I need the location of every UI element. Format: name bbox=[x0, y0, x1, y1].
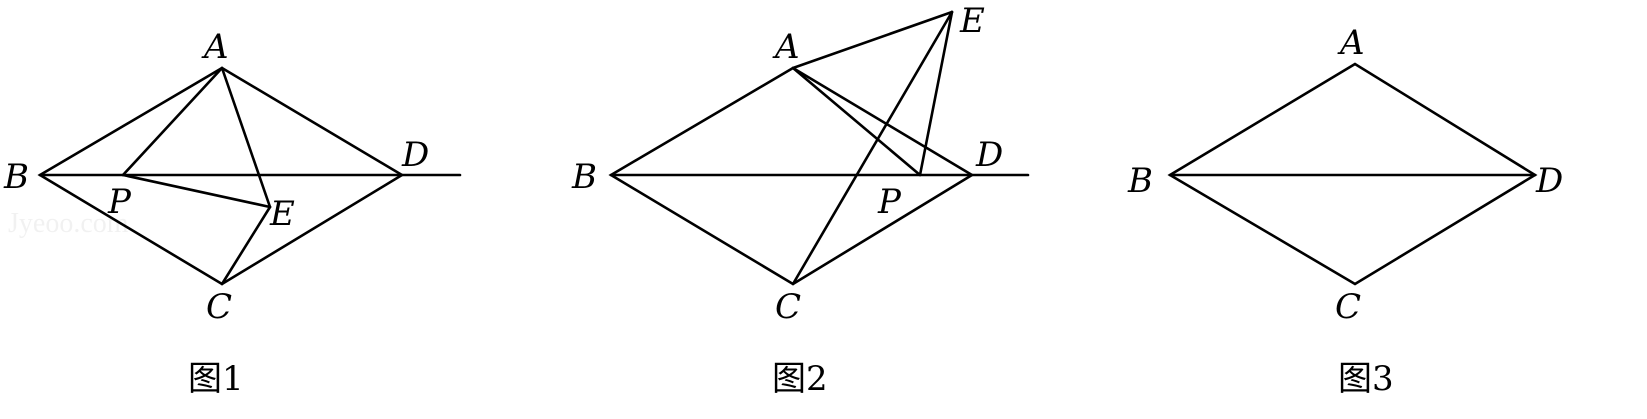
label-E: E bbox=[269, 194, 295, 234]
label-P: P bbox=[877, 182, 902, 222]
caption-figure-3: 图3 bbox=[1338, 359, 1394, 399]
label-E: E bbox=[959, 1, 985, 41]
caption-figure-2: 图2 bbox=[772, 359, 828, 399]
label-C: C bbox=[1335, 287, 1361, 327]
label-A: A bbox=[772, 27, 800, 67]
figure-2: A E B D P C 图2 bbox=[571, 1, 1030, 399]
label-B: B bbox=[571, 157, 597, 197]
label-P: P bbox=[107, 182, 132, 222]
label-B: B bbox=[1127, 161, 1153, 201]
label-D: D bbox=[975, 135, 1003, 175]
segment-AE bbox=[220, 66, 272, 209]
rhombus-ABCD bbox=[1167, 62, 1538, 286]
label-A: A bbox=[1337, 23, 1365, 63]
label-D: D bbox=[401, 135, 429, 175]
segment-AP bbox=[121, 66, 224, 177]
segment-AE bbox=[791, 10, 954, 70]
segment-CE bbox=[220, 205, 272, 286]
label-C: C bbox=[206, 287, 232, 327]
label-B: B bbox=[3, 157, 29, 197]
label-A: A bbox=[201, 27, 229, 67]
caption-figure-1: 图1 bbox=[188, 359, 244, 399]
figure-1: A B D P E C 图1 bbox=[3, 27, 462, 399]
segment-PE bbox=[121, 173, 272, 209]
segment-PE bbox=[918, 10, 954, 177]
segment-AP bbox=[791, 66, 922, 177]
label-C: C bbox=[775, 287, 801, 327]
label-D: D bbox=[1535, 161, 1563, 201]
watermark: Jyeoo.com bbox=[8, 208, 129, 239]
segment-CE bbox=[791, 10, 954, 286]
figure-3: A B D C 图3 bbox=[1127, 23, 1563, 399]
